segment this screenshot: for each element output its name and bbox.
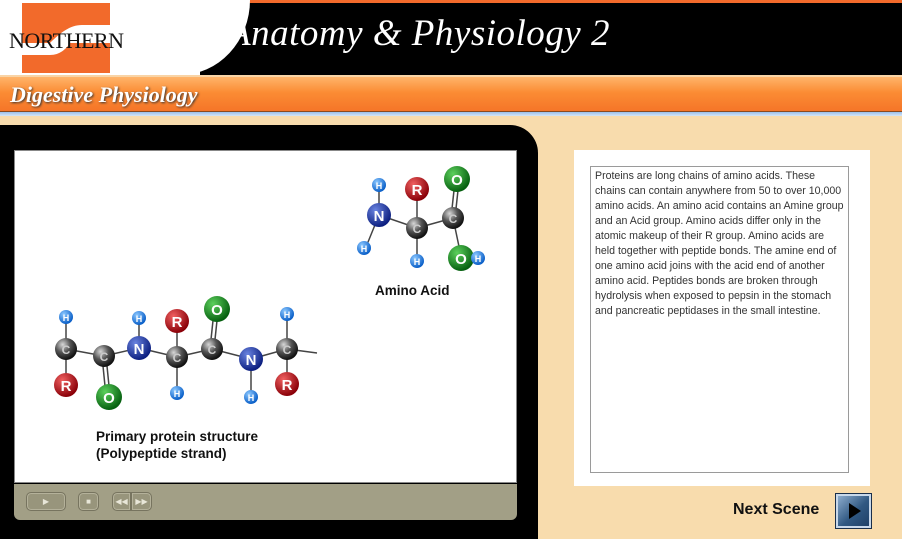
play-icon: ▶: [42, 497, 50, 506]
svg-text:R: R: [282, 377, 293, 394]
player-controls: ▶ ■ ◀◀ ▶▶: [14, 484, 517, 520]
svg-text:C: C: [62, 343, 71, 357]
amino-acid-atoms: H N H R C H O C O H: [357, 166, 485, 271]
section-title: Digestive Physiology: [10, 82, 198, 107]
narration-text: Proteins are long chains of amino acids.…: [590, 166, 849, 473]
svg-text:H: H: [136, 314, 143, 324]
logo-text: NORTHERN: [9, 28, 124, 53]
northern-logo-icon: [22, 3, 110, 73]
stop-button[interactable]: ■: [78, 492, 99, 511]
svg-text:R: R: [61, 378, 72, 395]
divider: [0, 112, 902, 116]
svg-text:C: C: [100, 350, 109, 364]
svg-text:C: C: [173, 351, 182, 365]
svg-text:C: C: [283, 343, 292, 357]
svg-text:O: O: [103, 390, 115, 407]
next-scene-label[interactable]: Next Scene: [733, 501, 820, 518]
svg-text:O: O: [451, 172, 463, 189]
svg-text:C: C: [413, 222, 422, 236]
play-arrow-icon: [849, 503, 861, 519]
next-scene-button[interactable]: [835, 493, 872, 529]
section-bar: Digestive Physiology: [0, 75, 902, 112]
svg-text:N: N: [134, 341, 145, 358]
stop-icon: ■: [86, 497, 91, 506]
fast-forward-icon: ▶▶: [135, 497, 148, 506]
svg-text:H: H: [475, 254, 482, 264]
svg-text:H: H: [248, 393, 255, 403]
rewind-icon: ◀◀: [115, 497, 128, 506]
amino-acid-caption: Amino Acid: [375, 283, 450, 298]
fast-forward-button[interactable]: ▶▶: [131, 492, 152, 511]
primary-structure-caption: Primary protein structure: [96, 429, 259, 444]
svg-text:H: H: [174, 389, 181, 399]
svg-text:H: H: [414, 257, 421, 267]
header: NORTHERN Anatomy & Physiology 2: [0, 0, 902, 75]
svg-text:H: H: [376, 181, 383, 191]
svg-text:H: H: [284, 310, 291, 320]
app-title: Anatomy & Physiology 2: [228, 13, 610, 54]
svg-text:H: H: [361, 244, 368, 254]
svg-text:C: C: [208, 343, 217, 357]
svg-text:R: R: [172, 314, 183, 331]
svg-text:C: C: [449, 212, 458, 226]
header-stripe: [0, 0, 902, 3]
svg-text:R: R: [412, 182, 423, 199]
molecule-diagram: H N H R C H O C O H H C R C O H N R C H …: [54, 166, 485, 410]
polypeptide-caption: (Polypeptide strand): [96, 446, 227, 461]
svg-text:H: H: [63, 313, 70, 323]
polypeptide-atoms: H C R C O H N R C H O C N H H C R: [54, 296, 299, 410]
svg-text:O: O: [455, 251, 467, 268]
svg-text:N: N: [374, 208, 385, 225]
svg-text:O: O: [211, 302, 223, 319]
svg-text:N: N: [246, 352, 257, 369]
play-button[interactable]: ▶: [26, 492, 66, 511]
rewind-button[interactable]: ◀◀: [112, 492, 131, 511]
animation-stage: H N H R C H O C O H H C R C O H N R C H …: [14, 150, 517, 483]
